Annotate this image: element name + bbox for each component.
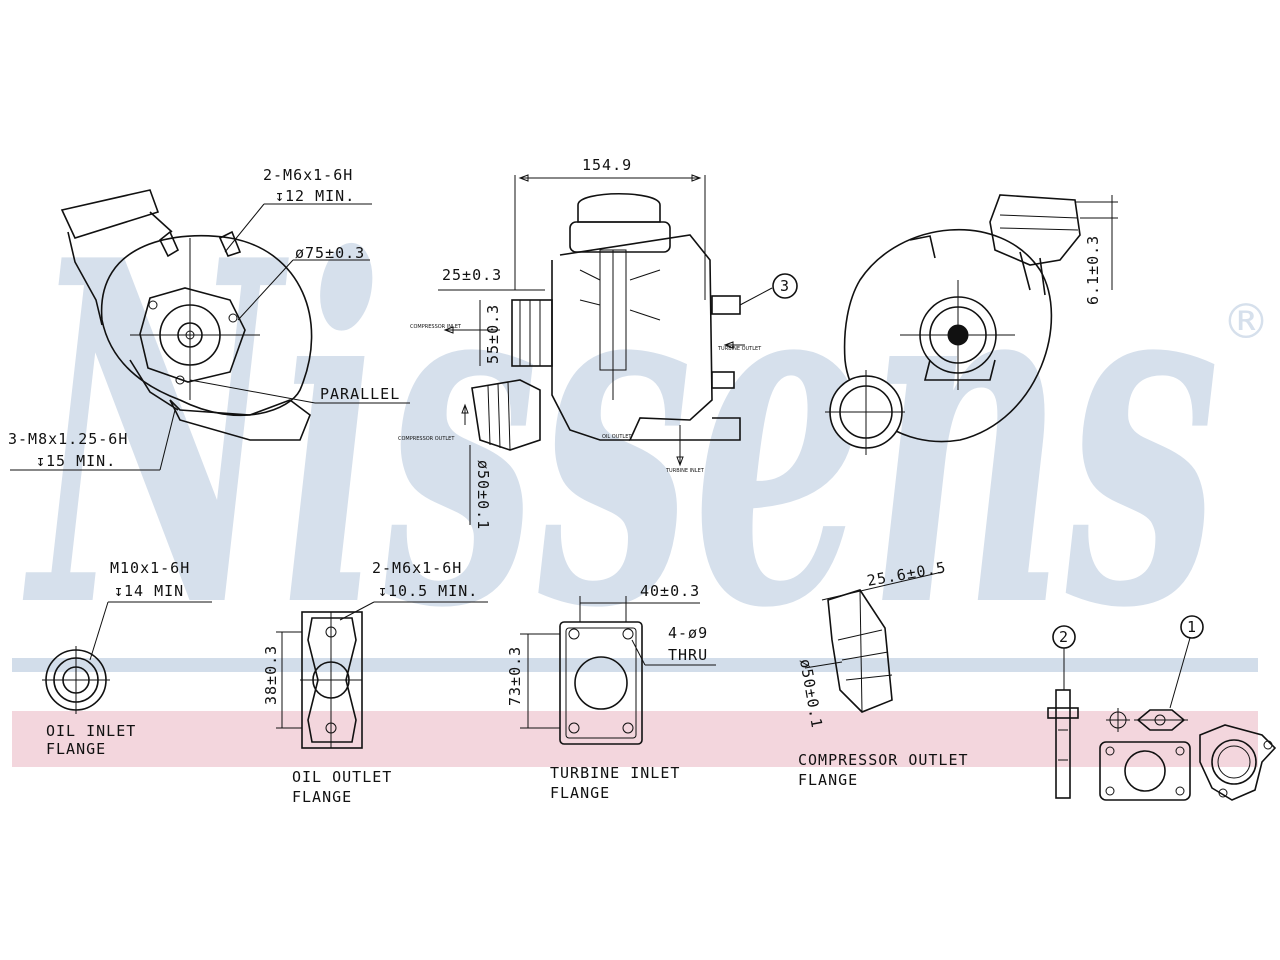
dim-55-label: 55±0.3 [484, 304, 502, 364]
oil-inlet-flange [42, 601, 212, 714]
left-view-compressor-housing [10, 189, 410, 471]
watermark-brand: Nissens [21, 159, 1220, 711]
compressor-outlet-small-label: COMPRESSOR OUTLET [398, 436, 455, 442]
oil-inlet-label-line2: FLANGE [46, 740, 106, 758]
oil-inlet-depth-label: ↧14 MIN [114, 582, 184, 600]
turbine-inlet-width-label: 40±0.3 [640, 582, 700, 600]
center-side-view [438, 174, 798, 525]
parallel-label: PARALLEL [320, 385, 400, 403]
watermark-red-band [12, 711, 1258, 767]
turbine-inlet-holes-label: 4-ø9 [668, 624, 708, 642]
dim-25-label: 25±0.3 [442, 266, 502, 284]
watermark-blue-line [12, 658, 1258, 672]
diameter-75-label: ø75±0.3 [295, 244, 365, 262]
dim-50-label: ø50±0.1 [474, 460, 492, 530]
balloon-2-label: 2 [1059, 628, 1069, 646]
turbine-inlet-height-label: 73±0.3 [506, 646, 524, 706]
part-1-gaskets [1099, 615, 1277, 801]
watermark-registered-mark: ® [1222, 294, 1270, 350]
turbine-inlet-label-line1: TURBINE INLET [550, 764, 680, 782]
turbine-inlet-label-line2: FLANGE [550, 784, 610, 802]
turbine-inlet-flange [520, 596, 716, 745]
oil-outlet-dim-label: 38±0.3 [262, 645, 280, 705]
turbine-inlet-small-label: TURBINE INLET [665, 468, 705, 474]
oil-outlet-label-line1: OIL OUTLET [292, 768, 392, 786]
balloon-3-circle [772, 273, 798, 299]
compressor-outlet-label-line1: COMPRESSOR OUTLET [798, 751, 969, 769]
part-2-stud [1047, 625, 1079, 799]
balloon-3-label: 3 [780, 277, 790, 295]
watermark: Nissens ® [12, 159, 1270, 767]
turbine-inlet-thru-label: THRU [668, 646, 708, 664]
oil-inlet-label-line1: OIL INLET [46, 722, 136, 740]
turbine-outlet-small-label: TURBINE OUTLET [717, 346, 762, 352]
balloon-1-circle [1180, 615, 1204, 639]
compressor-outlet-flange [804, 571, 943, 713]
compressor-inlet-small-label: COMPRESSOR INLET [410, 324, 462, 330]
oil-outlet-thread-label: 2-M6x1-6H [372, 559, 462, 577]
top-left-depth-label: ↧12 MIN. [275, 187, 355, 205]
balloon-1-label: 1 [1187, 618, 1197, 636]
compressor-outlet-label-line2: FLANGE [798, 771, 858, 789]
right-view-turbine-housing [825, 194, 1118, 455]
oil-inlet-thread-label: M10x1-6H [110, 559, 190, 577]
dim-61-label: 6.1±0.3 [1084, 235, 1102, 305]
top-left-thread-label: 2-M6x1-6H [263, 166, 353, 184]
width-154-label: 154.9 [582, 156, 632, 174]
bottom-left-thread-label: 3-M8x1.25-6H [8, 430, 128, 448]
oil-outlet-label-line2: FLANGE [292, 788, 352, 806]
oil-outlet-depth-label: ↧10.5 MIN. [378, 582, 478, 600]
bottom-left-depth-label: ↧15 MIN. [36, 452, 116, 470]
oil-outlet-small-label: OIL OUTLET [602, 434, 632, 440]
oil-outlet-flange [276, 601, 488, 749]
